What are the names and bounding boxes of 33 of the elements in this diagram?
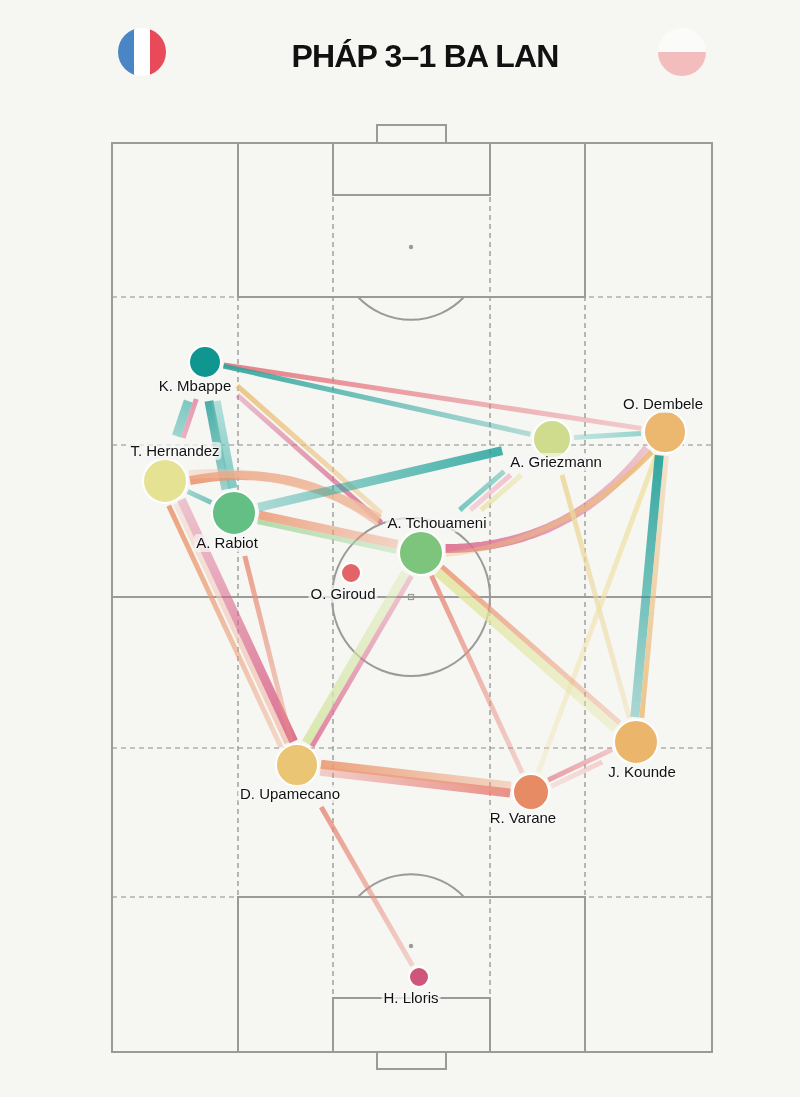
- pass-line: [256, 519, 397, 554]
- player-name: K. Mbappe: [156, 377, 234, 395]
- player-name: A. Tchouameni: [385, 514, 489, 532]
- pass-line: [172, 399, 193, 438]
- pass-line: [319, 805, 415, 967]
- player-name: A. Rabiot: [194, 534, 260, 552]
- player-name: T. Hernandez: [128, 442, 222, 460]
- pass-line: [547, 747, 614, 783]
- pass-line: [204, 400, 231, 491]
- pass-line: [479, 473, 523, 512]
- player-name: D. Upamecano: [237, 785, 343, 803]
- pass-line: [458, 469, 506, 512]
- pass-line: [639, 455, 669, 718]
- pass-line: [180, 398, 199, 439]
- pass-line: [573, 431, 642, 441]
- pass-line: [242, 555, 294, 743]
- pass-line: [211, 400, 238, 489]
- pass-line: [320, 759, 512, 791]
- pass-line: [222, 363, 532, 437]
- pass-line: [257, 510, 399, 549]
- pass-line: [468, 473, 513, 512]
- pass-line: [550, 759, 604, 789]
- player-name: A. Griezmann: [508, 453, 604, 471]
- player-name: O. Giroud: [308, 585, 378, 603]
- pass-line: [257, 446, 504, 512]
- pass-line: [559, 474, 632, 719]
- title: PHÁP 3–1 BA LAN: [291, 37, 559, 76]
- pass-line: [535, 453, 659, 774]
- pass-line: [429, 574, 525, 774]
- player-name: O. Dembele: [621, 395, 705, 413]
- pass-line: [223, 362, 642, 431]
- pass-line: [630, 454, 664, 718]
- pass-line: [319, 766, 511, 798]
